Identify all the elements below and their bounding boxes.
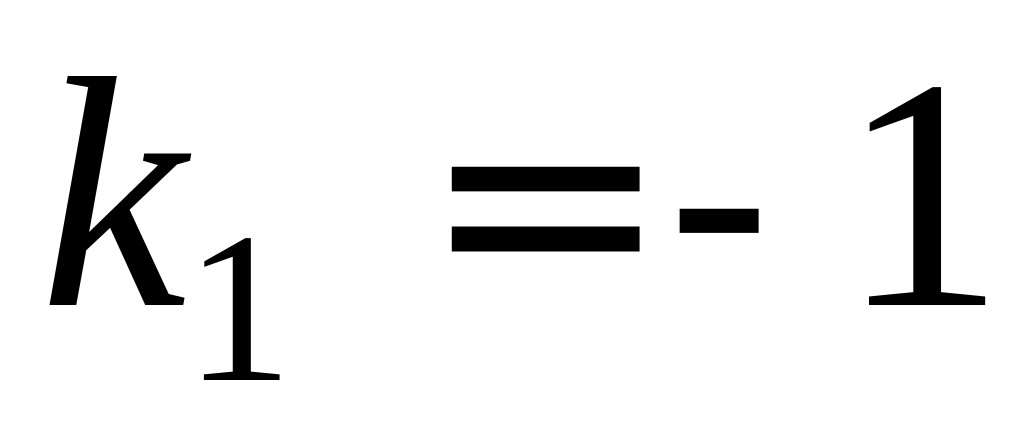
equation-subscript: 1 bbox=[185, 188, 293, 427]
equation-variable: k bbox=[40, 12, 187, 377]
equation-value: 1 bbox=[840, 12, 1005, 377]
equals-sign: = bbox=[420, 25, 672, 374]
minus-sign: - bbox=[665, 25, 774, 374]
